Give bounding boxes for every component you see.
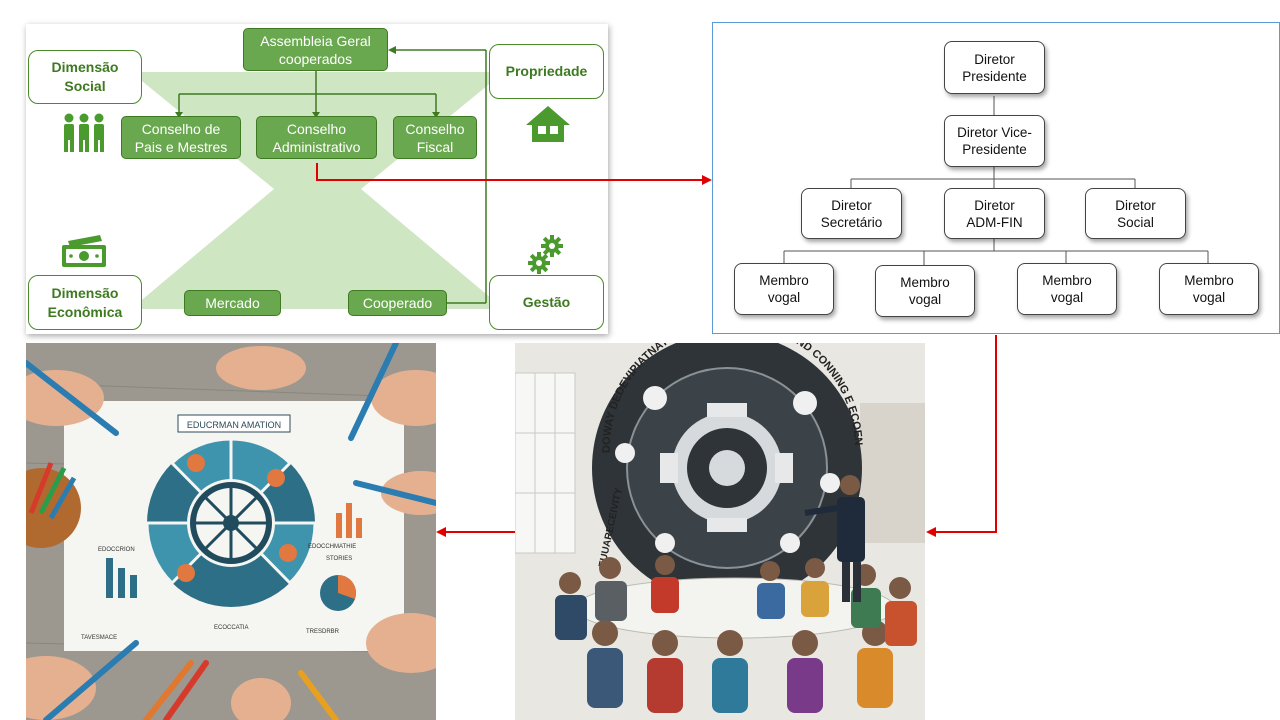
membro-vogal-box: Membro vogal [734, 263, 834, 315]
light-green-x-shape [131, 72, 504, 309]
diretor-presidente-box: Diretor Presidente [944, 41, 1045, 94]
dimensao-social-label: Dimensão Social [51, 59, 119, 94]
diretor-vice-label: Diretor Vice- Presidente [957, 125, 1032, 157]
membro-vogal-box: Membro vogal [875, 265, 975, 317]
gears-icon [528, 235, 563, 274]
diretor-admfin-box: Diretor ADM-FIN [944, 188, 1045, 239]
conselho-fiscal-box: Conselho Fiscal [393, 116, 477, 159]
propriedade-label: Propriedade [505, 63, 588, 79]
dimensao-economica-box: Dimensão Econômica [28, 275, 142, 330]
dimensao-social-box: Dimensão Social [28, 50, 142, 104]
membro-vogal-label: Membro vogal [1184, 273, 1234, 305]
org-chart-connectors [783, 96, 1209, 265]
house-icon [526, 106, 570, 142]
conselho-pais-box: Conselho de Pais e Mestres [121, 116, 241, 159]
money-icon [62, 235, 106, 267]
mercado-label: Mercado [205, 295, 260, 311]
infographic-label: EDOCCHMATHIE [308, 544, 356, 550]
propriedade-box: Propriedade [489, 44, 604, 99]
membro-vogal-label: Membro vogal [759, 273, 809, 305]
infographic-banner: EDUCRMAN AMATION [187, 420, 281, 430]
infographic-label: TRESDRBR [306, 629, 340, 635]
cooperado-box: Cooperado [348, 290, 447, 316]
mercado-box: Mercado [184, 290, 281, 316]
conselho-adm-label: Conselho Administrativo [272, 120, 361, 155]
membro-vogal-box: Membro vogal [1017, 263, 1117, 315]
membro-vogal-label: Membro vogal [1042, 273, 1092, 305]
diretor-admfin-label: Diretor ADM-FIN [966, 197, 1023, 230]
diretor-secretario-label: Diretor Secretário [820, 197, 883, 230]
arrow-orgchart-to-meeting [933, 335, 997, 533]
infographic-label: EDOCCRION [98, 547, 135, 553]
dimensao-economica-label: Dimensão Econômica [47, 284, 123, 320]
infographic-label: STORIES [326, 556, 352, 562]
cooperative-model-diagram: Assembleia Geral cooperados Dimensão Soc… [26, 24, 608, 334]
diretor-social-label: Diretor Social [1115, 197, 1156, 230]
assembleia-geral-box: Assembleia Geral cooperados [243, 28, 388, 71]
people-icon [64, 113, 104, 152]
conselho-pais-label: Conselho de Pais e Mestres [134, 120, 228, 155]
meeting-discussion-illustration: DOWAY DEDEVIPIATNATONICE AITONIMMSION, A… [515, 343, 925, 720]
illustration-canvas: EDUCRMAN AMATION TAVESMACE ECOCCATIA TRE… [26, 343, 436, 720]
infographic-label: TAVESMACE [81, 635, 117, 641]
education-infographic-illustration: EDUCRMAN AMATION TAVESMACE ECOCCATIA TRE… [26, 343, 436, 720]
infographic-label: ECOCCATIA [214, 625, 249, 631]
gestao-label: Gestão [522, 294, 571, 310]
illustration-canvas: DOWAY DEDEVIPIATNATONICE AITONIMMSION, A… [515, 343, 925, 720]
gestao-box: Gestão [489, 275, 604, 330]
conselho-fiscal-label: Conselho Fiscal [405, 120, 465, 155]
diretor-secretario-box: Diretor Secretário [801, 188, 902, 239]
membro-vogal-box: Membro vogal [1159, 263, 1259, 315]
conselho-administrativo-box: Conselho Administrativo [256, 116, 377, 159]
cooperado-label: Cooperado [362, 295, 433, 311]
membro-vogal-label: Membro vogal [900, 275, 950, 307]
assembleia-label: Assembleia Geral cooperados [260, 32, 371, 67]
diretor-social-box: Diretor Social [1085, 188, 1186, 239]
diretor-vice-presidente-box: Diretor Vice- Presidente [944, 115, 1045, 167]
org-chart-panel: Diretor Presidente Diretor Vice- Preside… [712, 22, 1280, 334]
diretor-presidente-label: Diretor Presidente [962, 51, 1027, 84]
